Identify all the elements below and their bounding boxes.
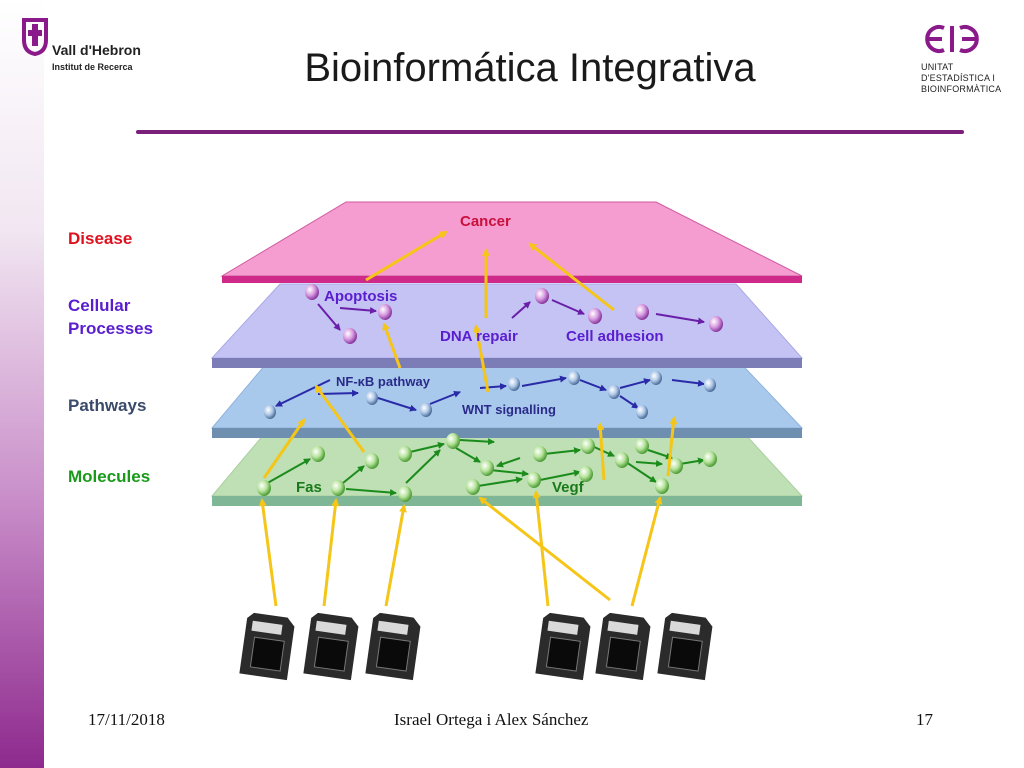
molecule-node	[669, 458, 683, 474]
pathway-node	[366, 391, 378, 405]
unit-name-line-1: UNITAT	[921, 62, 954, 72]
microarray-chip-icon	[595, 612, 651, 681]
title-underline	[136, 130, 964, 134]
unit-name: UNITAT D'ESTADÍSTICA I BIOINFORMÀTICA	[921, 62, 1001, 95]
layer-label-pathways: Pathways	[68, 396, 147, 415]
process-node	[635, 304, 649, 320]
layer-label-cellular-line-1: Cellular	[68, 296, 131, 315]
molecule-node	[480, 460, 494, 476]
molecule-node	[579, 466, 593, 482]
molecule-node	[533, 446, 547, 462]
pathway-node	[636, 405, 648, 419]
process-node	[588, 308, 602, 324]
microarray-chip-icon	[365, 612, 421, 681]
layer-label-molecules: Molecules	[68, 467, 151, 486]
label-cell-adhesion: Cell adhesion	[566, 328, 664, 345]
molecule-node	[615, 452, 629, 468]
disease-layer-plane	[220, 201, 803, 283]
pathway-node	[568, 371, 580, 385]
microarray-chip-icon	[239, 612, 295, 681]
label-dna-repair: DNA repair	[440, 328, 518, 345]
molecule-node	[398, 446, 412, 462]
pathway-node	[264, 405, 276, 419]
label-vegf: Vegf	[552, 479, 585, 496]
pathway-node	[704, 378, 716, 392]
microarray-chip-icon	[657, 612, 713, 681]
molecule-node	[365, 453, 379, 469]
process-node	[343, 328, 357, 344]
pathway-node	[608, 385, 620, 399]
molecule-node	[581, 438, 595, 454]
molecule-node	[398, 486, 412, 502]
process-node	[378, 304, 392, 320]
footer-authors: Israel Ortega i Alex Sánchez	[394, 710, 589, 729]
process-node	[305, 284, 319, 300]
pathway-node	[508, 377, 520, 391]
molecule-node	[635, 438, 649, 454]
institution-name: Vall d'Hebron	[52, 42, 141, 58]
cellular-layer-plane	[210, 283, 804, 368]
ueb-logo-icon	[925, 25, 979, 53]
molecule-node	[655, 478, 669, 494]
molecule-node	[466, 479, 480, 495]
footer-date: 17/11/2018	[88, 710, 165, 729]
molecule-node	[527, 472, 541, 488]
molecule-node	[446, 433, 460, 449]
microarray-chips	[239, 612, 713, 681]
process-node	[535, 288, 549, 304]
process-node	[709, 316, 723, 332]
page-title: Bioinformática Integrativa	[304, 46, 756, 90]
molecule-node	[257, 480, 271, 496]
microarray-chip-icon	[303, 612, 359, 681]
unit-name-line-2: D'ESTADÍSTICA I	[921, 73, 996, 83]
label-fas: Fas	[296, 479, 322, 496]
side-gradient-bar	[0, 0, 44, 768]
label-nfkb-pathway: NF-κB pathway	[336, 374, 431, 389]
layer-label-cellular-line-2: Processes	[68, 319, 154, 338]
vall-hebron-logo-icon	[22, 18, 48, 57]
footer-page-number: 17	[916, 710, 933, 729]
layer-label-disease: Disease	[68, 229, 133, 248]
unit-name-line-3: BIOINFORMÀTICA	[921, 84, 1002, 94]
molecule-node	[331, 480, 345, 496]
pathway-node	[420, 403, 432, 417]
label-apoptosis: Apoptosis	[324, 288, 397, 305]
molecule-node	[703, 451, 717, 467]
label-cancer: Cancer	[460, 213, 511, 230]
layer-label-cellular: Cellular Processes	[68, 294, 153, 340]
molecule-node	[311, 446, 325, 462]
label-wnt-signalling: WNT signalling	[462, 402, 556, 417]
pathway-node	[650, 371, 662, 385]
microarray-chip-icon	[535, 612, 591, 681]
institution-subtitle: Institut de Recerca	[52, 62, 133, 72]
